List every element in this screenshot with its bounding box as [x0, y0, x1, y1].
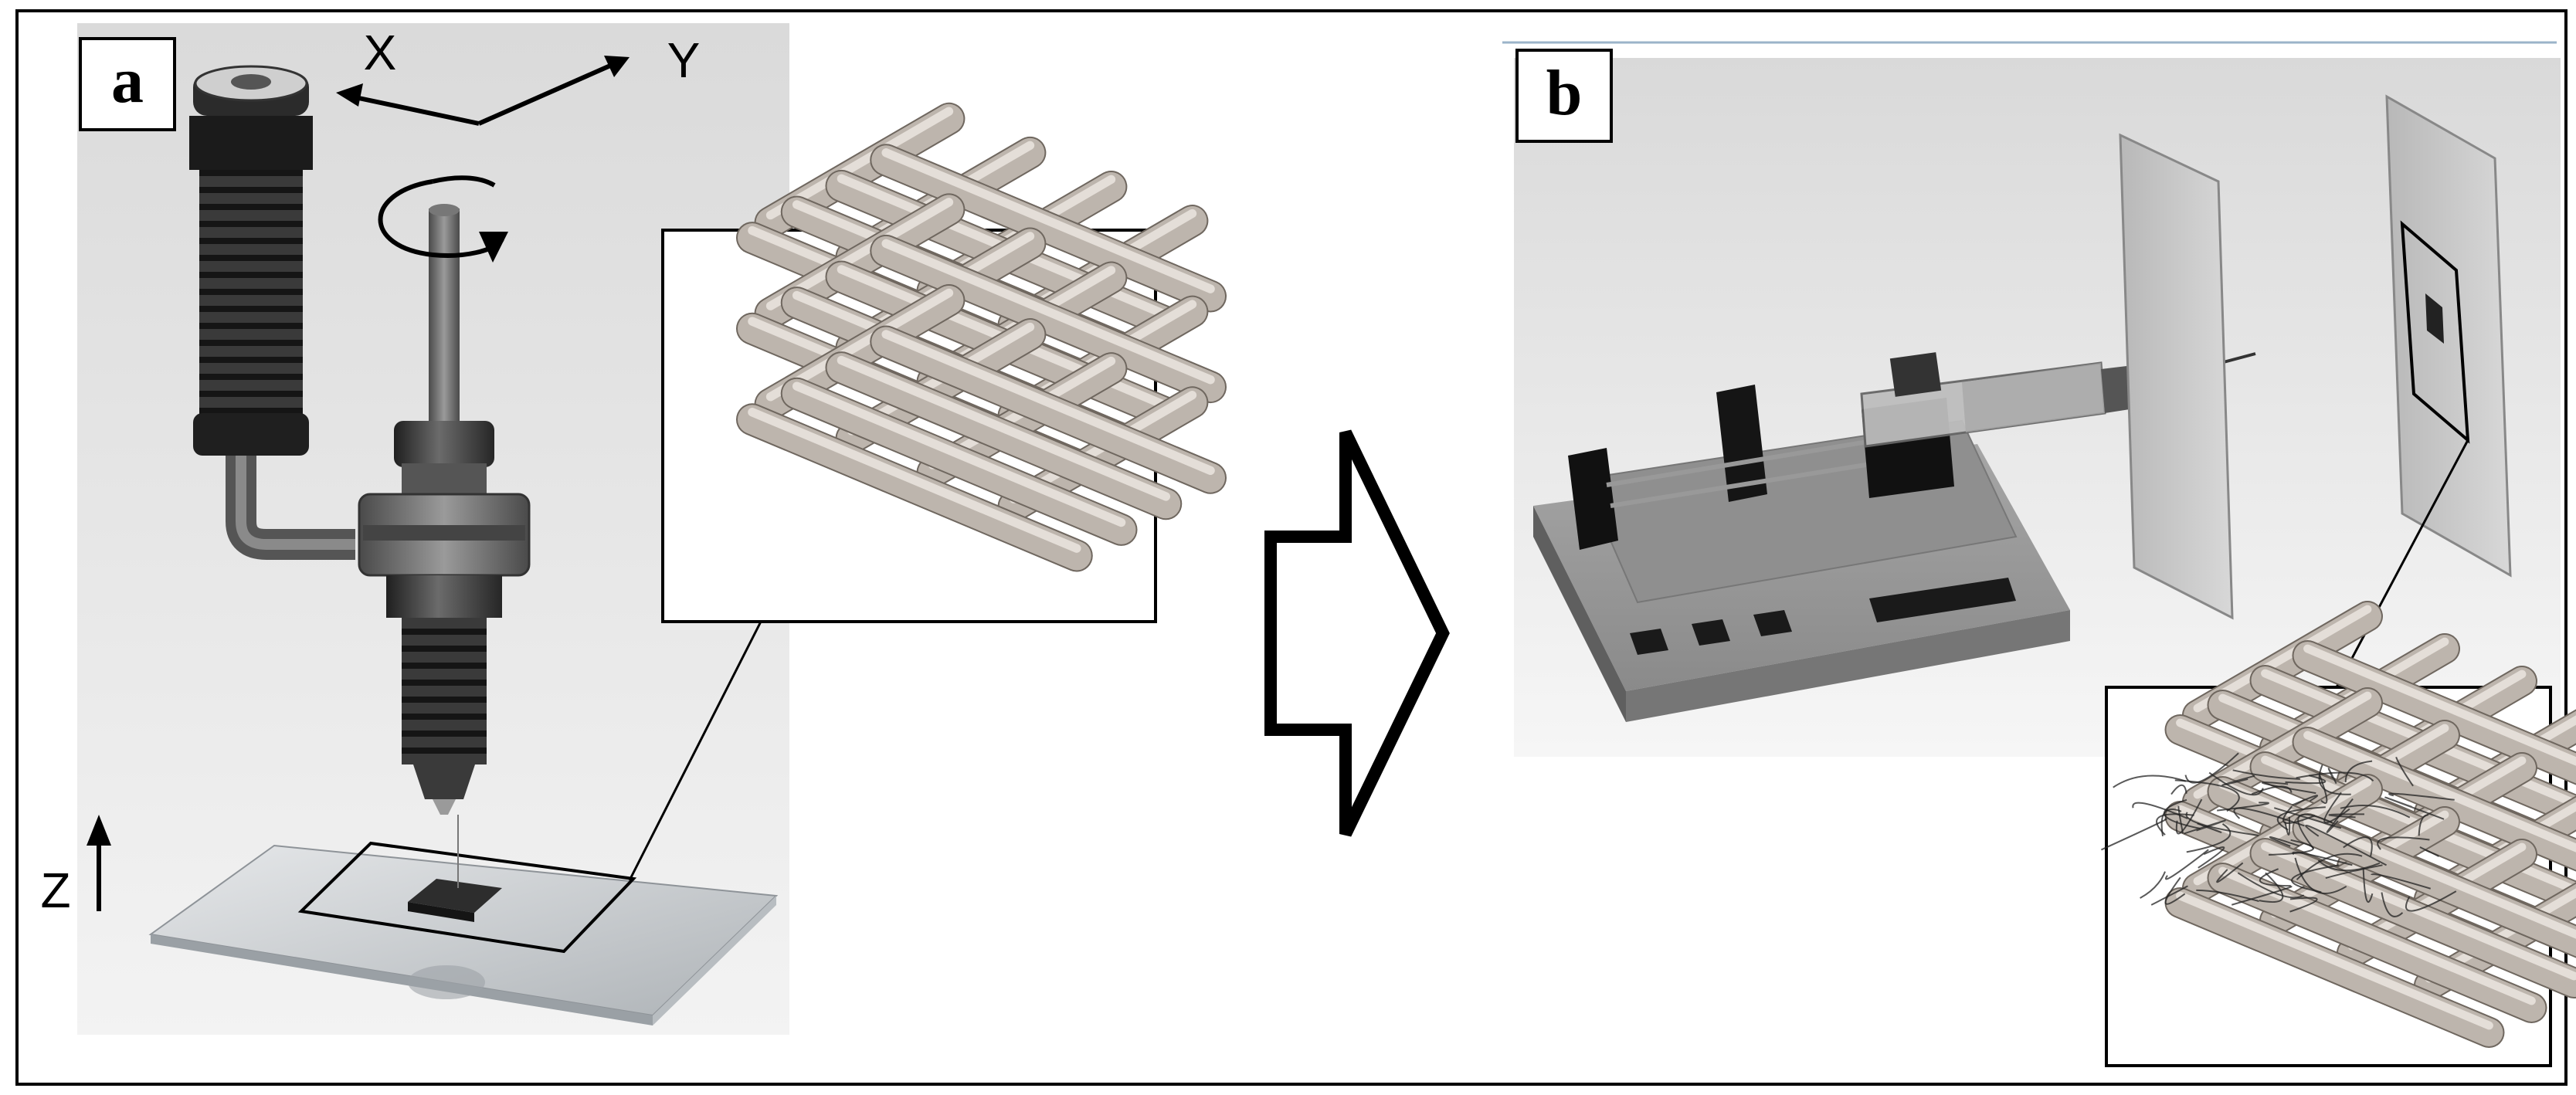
panel-a: a X Y Z	[40, 23, 1210, 1035]
panel-a-label: a	[111, 45, 144, 117]
panel-b: b	[1502, 42, 2576, 1066]
panel-b-label: b	[1546, 57, 1583, 129]
y-axis-label: Y	[667, 32, 701, 88]
x-axis-label: X	[364, 25, 397, 80]
collector-plate-2	[2387, 97, 2510, 575]
process-arrow-icon	[1271, 432, 1443, 834]
collector-plate-1	[2120, 135, 2232, 618]
z-axis-label: Z	[40, 863, 70, 918]
